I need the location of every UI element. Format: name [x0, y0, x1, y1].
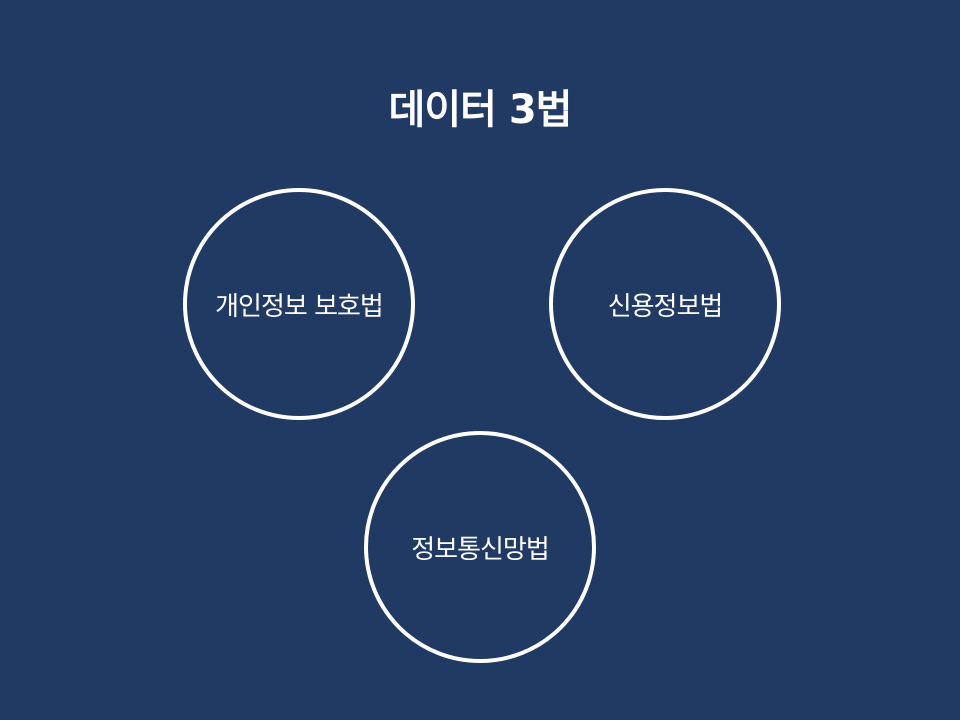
- circle-info-comm-network-act: 정보통신망법: [364, 431, 596, 663]
- slide-title: 데이터 3법: [388, 87, 573, 133]
- circle-label: 정보통신망법: [411, 534, 550, 565]
- circle-personal-info-protection-act: 개인정보 보호법: [183, 188, 415, 420]
- circle-credit-info-act: 신용정보법: [549, 188, 781, 420]
- circle-label: 개인정보 보호법: [215, 291, 384, 322]
- circle-label: 신용정보법: [607, 291, 724, 322]
